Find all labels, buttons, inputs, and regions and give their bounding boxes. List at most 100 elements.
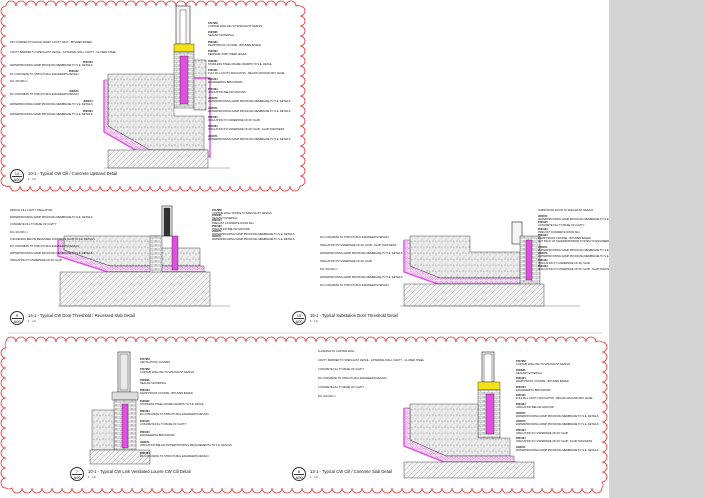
note-text: WATERPROOFING DAMP PROOFING MEMBRANE TO … <box>10 112 93 116</box>
detail-title: 10-1 - Typical CW Link Ventilated Louvre… <box>88 468 191 474</box>
note-text: DAMP PROOF COURSE - BITUMEN BASED <box>208 43 261 47</box>
note-text: WATERPROOFING DAMP PROOFING MEMBRANE TO … <box>538 249 621 253</box>
note-code: J000074 <box>208 97 218 101</box>
annotation-note: CONCRETE FILL TO BASE OF CAVITY <box>10 223 56 226</box>
annotation-note: CONCRETE FILL TO BASE OF CAVITY <box>318 386 364 389</box>
detail-8-section <box>403 351 535 479</box>
note-text: FFL 100.000 m <box>10 80 28 84</box>
note-text: STAINLESS STEEL FRAME CRAMPS TO S.E. DET… <box>208 62 272 66</box>
detail-scale: 1 : 10 <box>88 474 96 479</box>
note-code: J000074 <box>516 446 526 449</box>
note-code: Z000066 <box>140 378 150 382</box>
note-text: INSULATION TO UNDERSIDE OF RC SLAB <box>538 261 590 265</box>
note-text: WATERPROOFING DAMP PROOFING MEMBRANE TO … <box>10 102 93 106</box>
note-text: INSULATION BELOW GROUND <box>516 406 554 409</box>
drawing-linework <box>0 0 608 494</box>
note-text: THICKENING BELOW RECESSED CONCRETE SLAB … <box>10 237 95 241</box>
note-text: WATERPROOFING DAMP PROOFING MEMBRANE TO … <box>208 137 291 141</box>
membrane-outer <box>194 77 211 158</box>
annotation-note: RC CONCRETE TO STRUCTURAL ENGINEER'S DES… <box>320 236 388 239</box>
cavity-insulation <box>171 235 179 271</box>
note-code: ST17956 <box>212 209 222 212</box>
note-text: CURTAIN WALLING TO SPECIALIST DESIGN <box>208 25 263 28</box>
note-code: P000164 <box>82 109 93 113</box>
dpc-yellow <box>173 43 195 53</box>
note-text: STAINLESS STEEL FRAME CRAMPS TO S.E. DET… <box>140 402 204 406</box>
note-code: P000164 <box>516 437 526 441</box>
note-text: SEALANT EXTERNAL <box>516 371 543 375</box>
note-code: P000164 <box>208 125 218 129</box>
cavity-insulation <box>525 239 533 281</box>
detail-12-section <box>103 5 230 169</box>
viewer-side-panel <box>609 0 705 498</box>
door-frame <box>511 221 523 245</box>
note-text: CUT BACK OF SAFEDROP/DRAIN SYSTEM TO ENG… <box>538 240 631 243</box>
note-text: SEALANT EXTERNAL <box>140 381 167 385</box>
note-text: WATERPROOFING DAMP PROOFING MEMBRANE TO … <box>538 218 621 222</box>
note-text: WATERPROOFING DAMP PROOFING MEMBRANE TO … <box>10 63 93 67</box>
detail-9-section <box>57 205 230 307</box>
note-code: P000164 <box>140 389 150 393</box>
note-text: SUBSTATION DOOR TO SPECIALIST DESIGN <box>538 209 594 212</box>
detail-title: 10-1 - Typical CW Cill / Concrete Upstan… <box>28 170 118 176</box>
note-text: CURTAIN WALLING TO SPECIALIST DESIGN <box>516 363 571 366</box>
note-code: P000164 <box>140 451 150 455</box>
note-code: Z000066 <box>516 368 526 372</box>
note-text: PRECAST CONCRETE DOOR SILL <box>212 222 255 226</box>
annotation-note: INSULATION TO UNDERSIDE OF RC SLAB <box>10 259 62 262</box>
note-text: INSULATION BELOW GROUND <box>208 90 246 94</box>
annotation-note: CUT BACK OF SAFEDROP/DRAIN SYSTEM TO ENG… <box>538 240 630 243</box>
note-code: P000164 <box>516 403 526 406</box>
note-text: RC CONCRETE TO STRUCTURAL ENGINEER'S DES… <box>320 236 389 239</box>
hardcore <box>403 283 545 307</box>
annotation-note: WATERPROOFING DAMP PROOFING MEMBRANE TO … <box>320 276 403 279</box>
note-code: ST17956 <box>516 360 526 363</box>
note-code: P000164 <box>516 428 526 432</box>
note-text: RC CONCRETE TO STRUCTURAL ENGINEER'S DES… <box>10 73 79 77</box>
annotation-note: THICKENING BELOW RECESSED CONCRETE SLAB … <box>10 238 95 241</box>
note-text: WATERPROOFING DAMP PROOFING MEMBRANE TO … <box>10 216 93 220</box>
annotation-note: FLASHING TO CURTAIN WALL <box>318 350 355 353</box>
note-code: P000164 <box>538 233 548 237</box>
note-code: P000164 <box>538 264 548 268</box>
annotation-note: PARTIAL FILL CAVITY INSULATION <box>10 209 52 212</box>
note-code: P000164 <box>516 385 526 389</box>
note-code: P000164 <box>208 40 218 44</box>
note-text: PARTIAL FILL CAVITY INSULATION <box>10 209 53 212</box>
annotation-note: RC CONCRETE TO STRUCTURAL ENGINEER'S DES… <box>320 284 388 287</box>
note-text: SEALANT INTERNAL <box>212 217 238 221</box>
note-code: J000074 <box>208 134 218 138</box>
note-text: INSULATION BELOW GROUND <box>212 227 250 231</box>
note-text: RC CONCRETE TO STRUCTURAL ENGINEER'S DES… <box>140 413 209 416</box>
note-code: J000074 <box>516 420 526 424</box>
detail-scale: 1 : 10 <box>310 318 318 323</box>
note-text: FULL FILL CAVITY INSULATION - BELOW GROU… <box>208 72 285 75</box>
detail-title: 14-1 - Typical CW Door Threshold / Reces… <box>28 312 135 318</box>
note-text: DPC FORMED TO WHOLE SHEET CAVITY TRAY - … <box>10 41 92 44</box>
annotation-note: DPC FORMED TO WHOLE SHEET CAVITY TRAY - … <box>10 41 92 44</box>
note-text: PRECAST CONCRETE DOOR SILL <box>538 230 581 234</box>
